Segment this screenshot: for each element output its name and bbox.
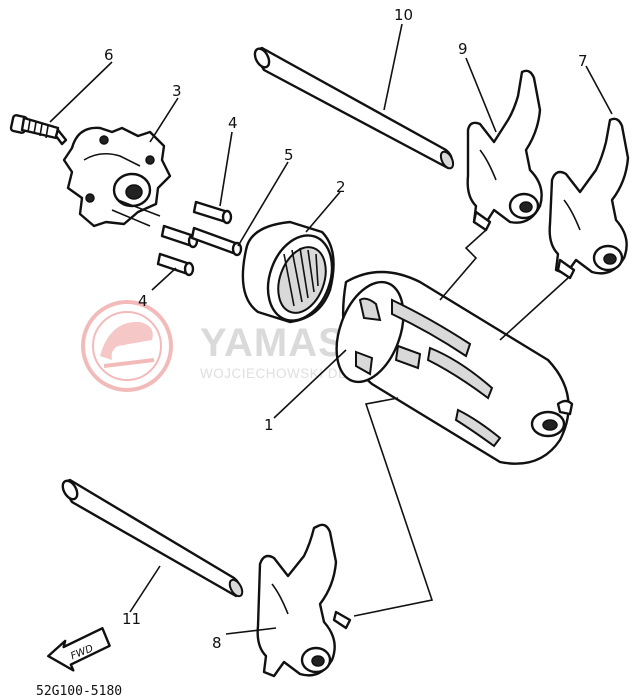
callout-11: 11	[122, 610, 141, 628]
yamasklep-logo-icon	[81, 300, 173, 392]
callout-4-lower: 4	[138, 292, 148, 310]
part-8-shift-fork	[256, 523, 352, 678]
part-3-segment	[62, 126, 172, 228]
callout-2: 2	[336, 178, 346, 196]
forward-direction-arrow: FWD	[47, 627, 111, 672]
part-10-shift-fork-shaft	[253, 46, 455, 170]
part-5-pin	[190, 226, 243, 257]
part-1-shift-drum	[335, 270, 574, 465]
part-9-shift-fork	[466, 69, 543, 232]
part-4-pins-lower	[111, 199, 195, 277]
part-7-shift-fork	[548, 117, 630, 280]
diagram-part-code: 52G100-5180	[36, 684, 122, 699]
fork-connector-lines	[353, 229, 569, 617]
callout-3: 3	[172, 82, 182, 100]
callout-5: 5	[284, 146, 294, 164]
callout-9: 9	[458, 40, 468, 58]
callout-7: 7	[578, 52, 588, 70]
callout-labels: 1 2 3 4 4 5 6 7 8 9 10 11	[104, 6, 588, 652]
callout-4-upper: 4	[228, 114, 238, 132]
part-6-bolt	[9, 114, 68, 146]
callout-1: 1	[264, 416, 274, 434]
part-2-bearing	[241, 220, 335, 324]
callout-leaders	[49, 23, 613, 635]
callout-10: 10	[394, 6, 413, 24]
part-11-shift-fork-shaft	[61, 478, 244, 598]
callout-6: 6	[104, 46, 114, 64]
callout-8: 8	[212, 634, 222, 652]
